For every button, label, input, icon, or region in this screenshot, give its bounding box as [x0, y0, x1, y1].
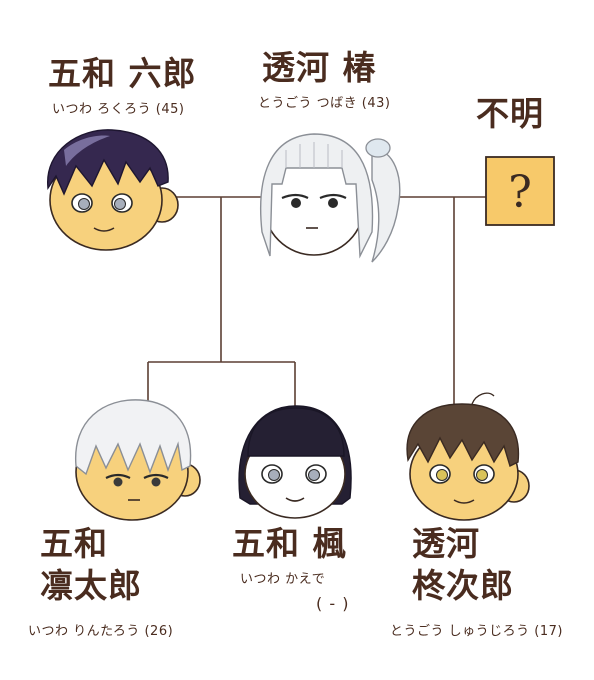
shojiro-left-iris	[436, 469, 448, 481]
connector-lines	[147, 196, 486, 418]
tsubaki-left-iris	[291, 198, 301, 208]
rintaro-right-eye	[143, 473, 169, 479]
tsubaki-hair	[260, 133, 374, 259]
tsubaki-reading: とうごう つばき (43)	[258, 96, 391, 111]
rintaro-name-line1: 五和	[40, 524, 108, 563]
kaede-reading: いつわ かえで	[240, 572, 326, 587]
shojiro-cowlick	[471, 392, 495, 405]
tsubaki-left-eye	[281, 193, 309, 200]
rokuro-portrait	[47, 129, 179, 251]
unknown-box	[485, 156, 555, 226]
shojiro-right-iris	[476, 469, 488, 481]
unknown-parent-box: ?	[485, 156, 555, 226]
shojiro-hair	[406, 403, 520, 467]
tsubaki-hair-tie	[365, 138, 391, 158]
kaede-left-iris	[268, 469, 280, 481]
rokuro-hair-highlight	[64, 135, 110, 166]
tsubaki-ponytail	[371, 147, 401, 263]
kaede-portrait	[238, 405, 352, 519]
rokuro-left-iris	[78, 198, 90, 210]
rintaro-hair	[75, 399, 192, 476]
rokuro-mouth	[93, 227, 115, 232]
tsubaki-name: 透河 椿	[262, 48, 377, 87]
rintaro-name-line2: 凛太郎	[40, 566, 142, 605]
rokuro-reading: いつわ ろくろう (45)	[52, 102, 185, 117]
shojiro-mouth	[453, 499, 475, 504]
tsubaki-bangs	[285, 142, 343, 168]
rintaro-portrait	[75, 399, 201, 521]
shojiro-reading: とうごう しゅうじろう (17)	[390, 624, 563, 639]
rintaro-left-eye	[105, 473, 131, 479]
tsubaki-right-iris	[328, 198, 338, 208]
tsubaki-right-eye	[319, 193, 347, 200]
rokuro-name: 五和 六郎	[48, 54, 197, 93]
rokuro-right-iris	[114, 198, 126, 210]
kaede-mouth	[285, 497, 305, 502]
rintaro-reading: いつわ りんたろう (26)	[28, 624, 174, 639]
kaede-age: ( - )	[316, 594, 350, 613]
kaede-bangs	[247, 407, 345, 457]
unknown-question-mark: ?	[508, 167, 532, 218]
rintaro-right-iris	[151, 477, 161, 487]
unknown-name: 不明	[476, 94, 544, 133]
tsubaki-portrait	[260, 133, 401, 263]
kaede-name: 五和 楓	[232, 524, 347, 563]
shojiro-portrait	[406, 392, 530, 521]
shojiro-name-line2: 柊次郎	[412, 566, 514, 605]
kaede-right-iris	[308, 469, 320, 481]
rintaro-left-iris	[113, 477, 123, 487]
shojiro-name-line1: 透河	[412, 524, 480, 563]
